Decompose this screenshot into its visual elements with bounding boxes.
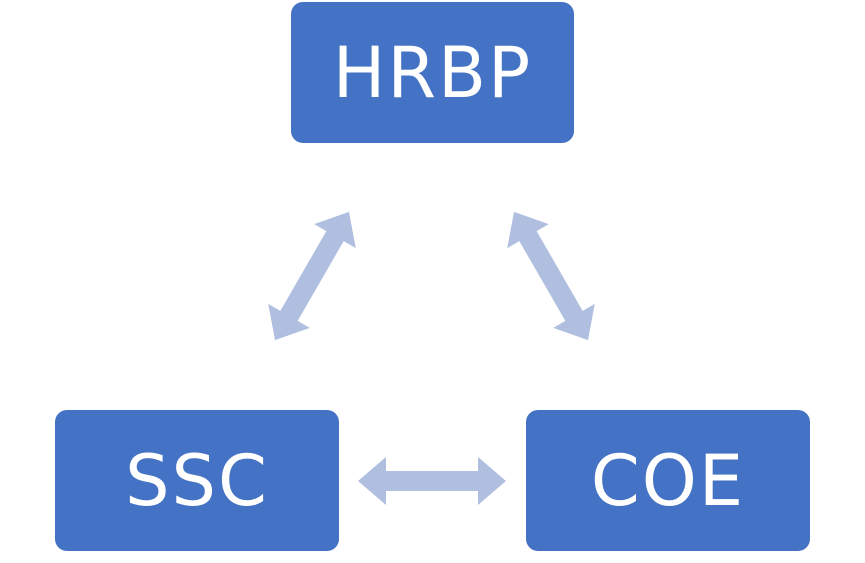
coe-box: COE	[526, 410, 810, 551]
arrow-hrbp-ssc	[268, 211, 356, 341]
hrbp-label: HRBP	[332, 31, 533, 114]
arrow-hrbp-coe	[507, 211, 595, 341]
ssc-label: SSC	[125, 439, 269, 522]
arrow-ssc-coe	[358, 457, 506, 505]
coe-label: COE	[590, 439, 746, 522]
hrbp-box: HRBP	[291, 2, 574, 143]
ssc-box: SSC	[55, 410, 339, 551]
